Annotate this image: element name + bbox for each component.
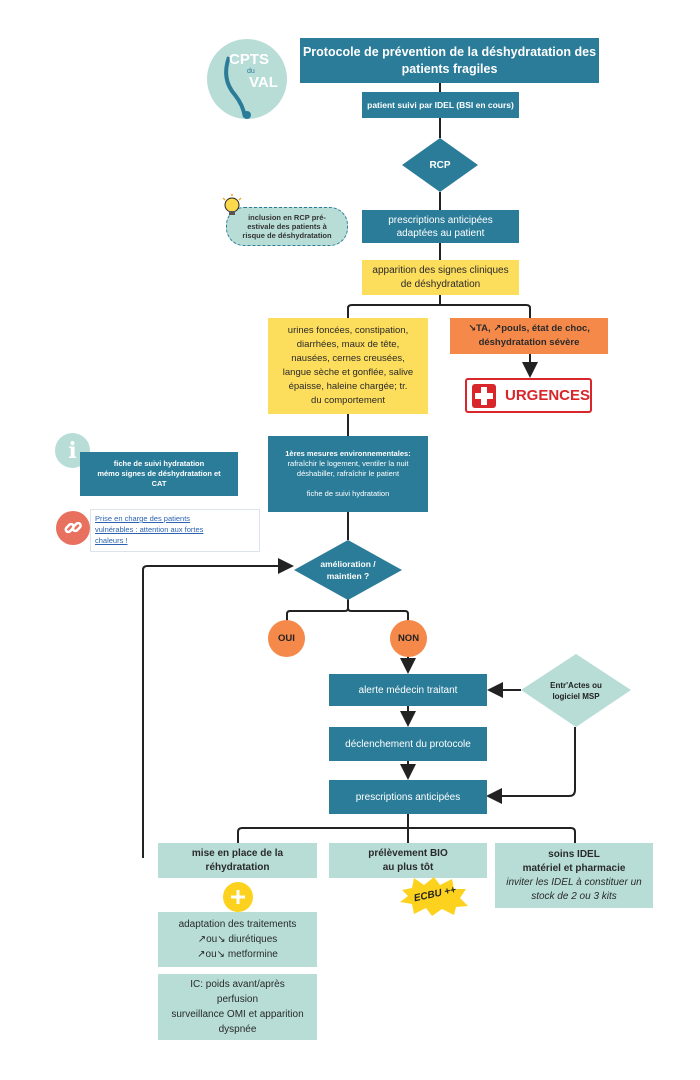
declenchement-box: déclenchement du protocole: [329, 727, 487, 761]
rcp-note-line-3: risque de déshydratation: [242, 231, 332, 240]
lightbulb-icon: [221, 194, 243, 216]
info-line-2: mémo signes de déshydratation et: [97, 469, 221, 478]
severe-box: ↘TA, ↗pouls, état de choc, déshydratatio…: [450, 318, 608, 354]
ecbu-burst: [400, 877, 468, 916]
prescriptions-adaptees-line-2: adaptées au patient: [396, 227, 485, 239]
rehydratation-box: mise en place de la réhydratation: [158, 843, 317, 878]
link-icon: [56, 511, 90, 545]
entractes-diamond: [521, 654, 631, 727]
alerte-box: alerte médecin traitant: [329, 674, 487, 706]
amelioration-line-2: maintien ?: [326, 571, 370, 581]
cpts-logo: CPTS du VAL: [207, 39, 287, 119]
symptom-line-3: nausées, cernes creusées,: [291, 353, 405, 364]
rehydratation-line-2: réhydratation: [205, 861, 270, 873]
urgences-label: URGENCES: [505, 387, 591, 404]
logo-text-bottom: VAL: [249, 74, 278, 91]
prelevement-box: prélèvement BIO au plus tôt: [329, 843, 487, 878]
ic-line-4: dyspnée: [218, 1024, 257, 1035]
rcp-label: RCP: [429, 159, 451, 171]
prescriptions-anticipees-box: prescriptions anticipées: [329, 780, 487, 814]
ic-line-1: IC: poids avant/après: [190, 979, 285, 990]
info-line-3: CAT: [151, 479, 167, 488]
ic-line-3: surveillance OMI et apparition: [171, 1009, 304, 1020]
prescriptions-adaptees-line-1: prescriptions anticipées: [388, 214, 493, 226]
info-box: fiche de suivi hydratation mémo signes d…: [80, 452, 238, 496]
soins-italic-2: stock de 2 ou 3 kits: [531, 890, 617, 902]
soins-line-2: matériel et pharmacie: [522, 862, 626, 874]
link-line-3[interactable]: chaleurs !: [95, 536, 128, 545]
rcp-note: inclusion en RCP pré- estivale des patie…: [226, 207, 348, 246]
title-line-2: patients fragiles: [401, 61, 498, 76]
entractes-line-2: logiciel MSP: [552, 691, 600, 701]
rehydratation-line-1: mise en place de la: [191, 847, 284, 859]
entractes-line-1: Entr'Actes ou: [550, 680, 602, 690]
entractes-label: Entr'Actes ou logiciel MSP: [521, 654, 631, 727]
prescriptions-adaptees-box: prescriptions anticipées adaptées au pat…: [362, 210, 519, 243]
protocol-title: Protocole de prévention de la déshydrata…: [300, 38, 599, 83]
adaptation-line-3: ↗ou↘ metformine: [197, 949, 278, 960]
mesures-line-2: déshabiller, rafraîchir le patient: [296, 469, 400, 478]
mesures-box: 1ères mesures environnementales: rafraîc…: [268, 436, 428, 512]
link-box[interactable]: Prise en charge des patients vulnérables…: [90, 509, 260, 552]
symptom-line-1: urines foncées, constipation,: [287, 325, 409, 336]
logo-text-top: CPTS: [229, 51, 270, 68]
adaptation-line-1: adaptation des traitements: [178, 919, 297, 930]
severe-line-2: déshydratation sévère: [478, 337, 580, 348]
link-line-1[interactable]: Prise en charge des patients: [95, 514, 191, 523]
prelevement-line-1: prélèvement BIO: [368, 847, 448, 859]
prelevement-line-2: au plus tôt: [382, 861, 434, 873]
symptom-line-6: du comportement: [311, 395, 385, 406]
soins-line-1: soins IDEL: [548, 848, 600, 860]
mesures-fiche: fiche de suivi hydratation: [306, 489, 390, 498]
oui-circle: OUI: [268, 620, 305, 657]
signes-line-1: apparition des signes cliniques: [372, 264, 509, 276]
adaptation-line-2: ↗ou↘ diurétiques: [197, 934, 278, 945]
signes-line-2: de déshydratation: [400, 278, 481, 290]
non-circle: NON: [390, 620, 427, 657]
link-line-2[interactable]: vulnérables : attention aux fortes: [95, 525, 204, 534]
symptom-line-2: diarrhées, maux de tête,: [296, 339, 400, 350]
adaptation-box: adaptation des traitements ↗ou↘ diurétiq…: [158, 912, 317, 967]
urgences-box: URGENCES: [465, 378, 592, 413]
symptoms-box: urines foncées, constipation, diarrhées,…: [268, 318, 428, 414]
mesures-title: 1ères mesures environnementales:: [285, 449, 411, 458]
amelioration-line-1: amélioration /: [320, 559, 376, 569]
soins-box: soins IDEL matériel et pharmacie inviter…: [495, 843, 653, 908]
amelioration-diamond: [294, 540, 402, 600]
title-line-1: Protocole de prévention de la déshydrata…: [302, 44, 597, 59]
ic-box: IC: poids avant/après perfusion surveill…: [158, 974, 317, 1040]
ic-line-2: perfusion: [216, 994, 259, 1005]
plus-icon: [223, 882, 253, 912]
patient-box: patient suivi par IDEL (BSI en cours): [362, 92, 519, 118]
rcp-note-line-2: estivale des patients à: [247, 222, 327, 231]
rcp-diamond-bg: [402, 138, 478, 192]
mesures-line-1: rafraîchir le logement, ventiler la nuit: [287, 459, 409, 468]
red-cross-icon: [472, 384, 496, 408]
stethoscope-icon: [224, 56, 251, 119]
signes-box: apparition des signes cliniques de déshy…: [362, 260, 519, 295]
rcp-note-line-1: inclusion en RCP pré-: [248, 213, 326, 222]
info-line-1: fiche de suivi hydratation: [113, 459, 205, 468]
symptom-line-5: épaisse, haleine chargée; tr.: [288, 381, 408, 392]
amelioration-label: amélioration / maintien ?: [294, 540, 402, 600]
logo-text-sub: du: [247, 68, 255, 75]
soins-italic-1: inviter les IDEL à constituer un: [506, 876, 642, 888]
symptom-line-4: langue sèche et gonflée, salive: [282, 367, 414, 378]
severe-line-1: ↘TA, ↗pouls, état de choc,: [468, 323, 590, 334]
